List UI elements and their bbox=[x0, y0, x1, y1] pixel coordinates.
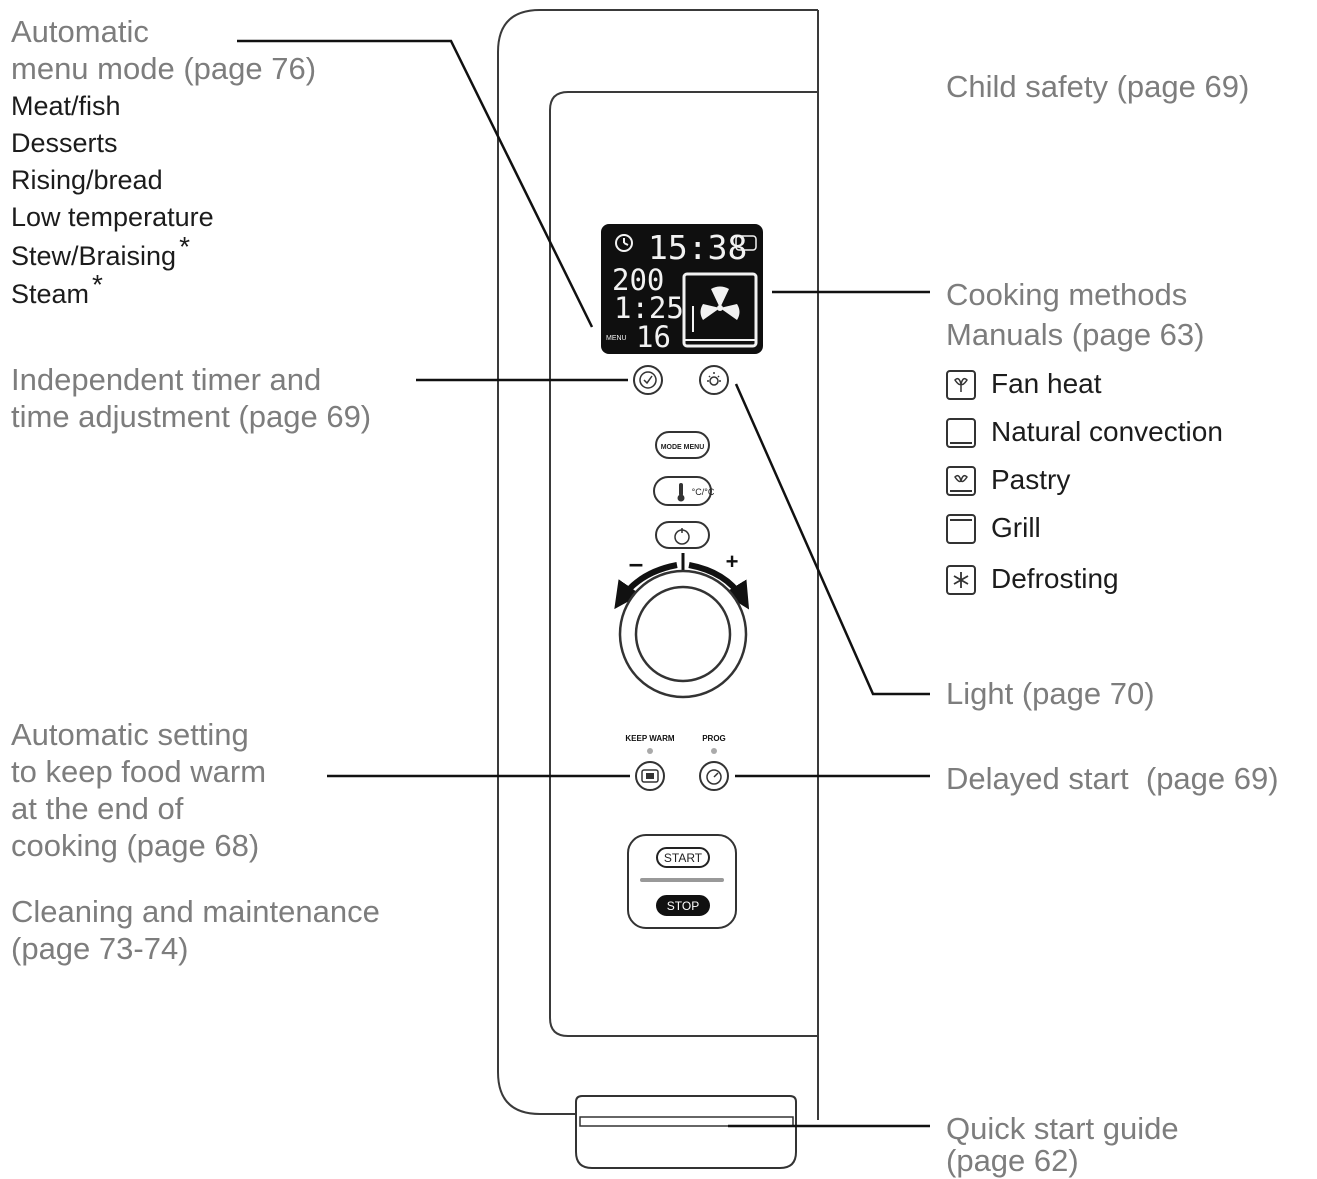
auto-menu-item-steam: Steam* bbox=[11, 269, 103, 309]
quick-start-callout-line2: (page 62) bbox=[946, 1143, 1079, 1178]
auto-menu-item-desserts: Desserts bbox=[11, 128, 118, 158]
light-button[interactable] bbox=[699, 365, 729, 395]
dial-minus-sign: – bbox=[629, 548, 643, 578]
fan-icon bbox=[700, 286, 740, 320]
start-button[interactable]: START bbox=[656, 847, 710, 868]
method-label: Natural convection bbox=[991, 416, 1223, 447]
method-label: Defrosting bbox=[991, 563, 1119, 594]
lcd-display: 15:38 200 1:25 MENU 16 bbox=[601, 224, 763, 354]
leader-auto-menu bbox=[237, 39, 594, 328]
display-temperature: 200 bbox=[612, 263, 664, 297]
auto-menu-title-line2: menu mode (page 76) bbox=[11, 51, 317, 86]
delayed-start-callout: Delayed start (page 69) bbox=[946, 761, 1279, 796]
method-label: Fan heat bbox=[991, 368, 1102, 399]
mode-menu-button[interactable]: MODE MENU bbox=[655, 431, 710, 459]
natural-convection-icon bbox=[946, 418, 976, 448]
oven-body-outline bbox=[497, 9, 818, 1115]
keep-warm-indicator bbox=[647, 748, 653, 754]
timer-button[interactable] bbox=[633, 365, 663, 395]
svg-text:°C/°C: °C/°C bbox=[692, 487, 715, 497]
dial-plus-sign: + bbox=[726, 549, 739, 574]
defrosting-icon bbox=[946, 565, 976, 595]
pastry-icon bbox=[946, 466, 976, 496]
keep-warm-button[interactable] bbox=[635, 761, 665, 791]
timer-callout-line2: time adjustment (page 69) bbox=[11, 399, 372, 434]
auto-menu-item-low-temperature: Low temperature bbox=[11, 202, 214, 232]
cleaning-callout-line2: (page 73-74) bbox=[11, 931, 189, 966]
method-natural-convection: Natural convection bbox=[946, 415, 1223, 449]
method-defrosting: Defrosting bbox=[946, 562, 1119, 596]
svg-text:STOP: STOP bbox=[667, 899, 699, 913]
method-label: Grill bbox=[991, 512, 1041, 543]
keep-warm-callout-line1: Automatic setting bbox=[11, 717, 249, 752]
asterisk-note: * bbox=[179, 231, 190, 262]
temperature-button[interactable]: °C/°C bbox=[653, 476, 715, 506]
keep-warm-callout-line2: to keep food warm bbox=[11, 754, 267, 789]
keep-warm-callout-line4: cooking (page 68) bbox=[11, 828, 260, 863]
light-callout: Light (page 70) bbox=[946, 676, 1155, 711]
cooking-methods-line1: Cooking methods bbox=[946, 277, 1188, 312]
auto-menu-title-line1: Automatic bbox=[11, 14, 149, 49]
display-time: 15:38 bbox=[648, 228, 747, 267]
cooking-methods-line2: Manuals (page 63) bbox=[946, 317, 1205, 352]
thermometer-icon bbox=[679, 483, 683, 496]
method-label: Pastry bbox=[991, 464, 1071, 495]
prog-indicator bbox=[711, 748, 717, 754]
keep-warm-label: KEEP WARM bbox=[625, 734, 675, 743]
method-grill: Grill bbox=[946, 511, 1041, 545]
leader-light bbox=[734, 383, 930, 696]
prog-label: PROG bbox=[702, 734, 726, 743]
svg-text:MODE MENU: MODE MENU bbox=[661, 444, 705, 451]
auto-menu-item-meat-fish: Meat/fish bbox=[11, 91, 121, 121]
fan-heat-icon bbox=[946, 370, 976, 400]
clock-icon bbox=[615, 234, 633, 252]
quick-start-callout-line1: Quick start guide bbox=[946, 1111, 1179, 1146]
duration-button[interactable] bbox=[655, 521, 710, 549]
delayed-start-button[interactable] bbox=[699, 761, 729, 791]
cleaning-callout-line1: Cleaning and maintenance bbox=[11, 894, 380, 929]
display-duration: 1:25 bbox=[614, 291, 684, 325]
display-menu-tag: MENU bbox=[606, 335, 627, 342]
auto-menu-item-rising-bread: Rising/bread bbox=[11, 165, 163, 195]
panel-inner-frame bbox=[549, 91, 818, 1037]
child-safety-callout: Child safety (page 69) bbox=[946, 69, 1250, 104]
svg-text:START: START bbox=[664, 851, 703, 865]
method-fan-heat: Fan heat bbox=[946, 367, 1102, 401]
grill-icon bbox=[946, 514, 976, 544]
stop-button[interactable]: STOP bbox=[656, 895, 710, 916]
lock-icon bbox=[735, 235, 757, 251]
asterisk-note: * bbox=[92, 269, 103, 300]
oven-cavity-icon bbox=[682, 272, 758, 348]
control-dial[interactable] bbox=[614, 553, 750, 699]
display-menu-number: 16 bbox=[636, 320, 671, 354]
auto-menu-item-stew-braising: Stew/Braising* bbox=[11, 231, 190, 271]
keep-warm-callout-line3: at the end of bbox=[11, 791, 184, 826]
method-pastry: Pastry bbox=[946, 463, 1070, 497]
quick-start-guide-slot bbox=[575, 1095, 797, 1169]
timer-callout-line1: Independent timer and bbox=[11, 362, 322, 397]
